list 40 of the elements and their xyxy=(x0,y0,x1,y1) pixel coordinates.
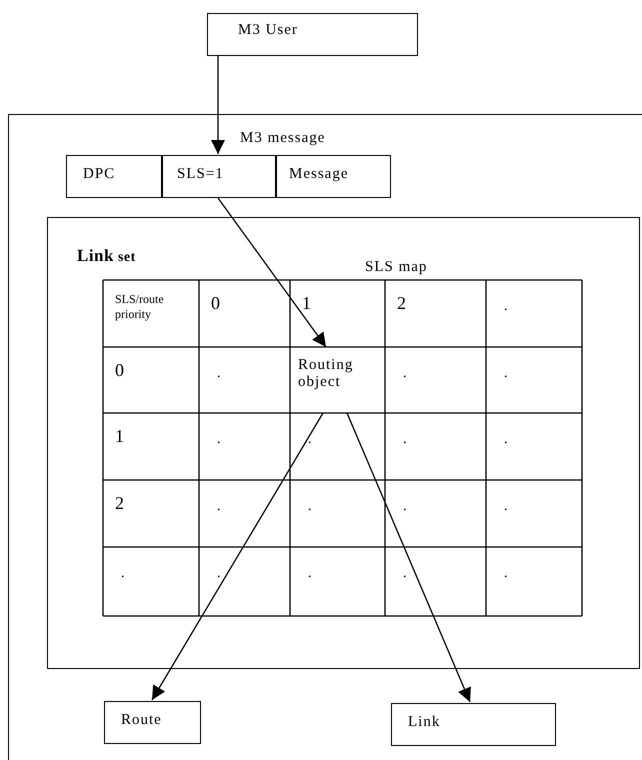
table-title: SLS map xyxy=(365,259,428,276)
routing-object-text: Routing object xyxy=(292,349,387,415)
column-header: 2 xyxy=(397,293,406,314)
user-box: M3 User xyxy=(207,13,418,56)
cell-value: . xyxy=(403,366,406,382)
cell-value: . xyxy=(308,499,312,515)
cell-value: . xyxy=(403,432,406,448)
arrow xyxy=(217,198,327,348)
arrow xyxy=(346,412,471,702)
message-field: DPC xyxy=(66,155,162,198)
cell-value: . xyxy=(308,566,312,582)
row-header: . xyxy=(121,566,124,582)
container-box xyxy=(8,114,642,760)
cell-value: . xyxy=(217,499,220,515)
link-set-panel xyxy=(47,217,640,669)
cell-value: . xyxy=(217,366,220,382)
cell-value: . xyxy=(504,566,508,582)
link-box: Link xyxy=(391,703,556,746)
column-header: 1 xyxy=(302,293,311,314)
cell-value: . xyxy=(504,432,508,448)
route-box: Route xyxy=(104,701,201,744)
panel-title: Link set xyxy=(77,246,136,266)
cell-value: . xyxy=(217,566,220,582)
message-field: Message xyxy=(276,155,391,198)
cell-value: . xyxy=(504,366,508,382)
cell-value: . xyxy=(403,499,406,515)
row-header: 1 xyxy=(115,426,124,447)
column-header: . xyxy=(504,299,508,315)
arrow xyxy=(151,412,324,700)
row-header: 2 xyxy=(115,493,124,514)
message-field: SLS=1 xyxy=(162,155,276,198)
heading-text: M3 message xyxy=(240,130,326,147)
column-header: SLS/route priority xyxy=(115,292,165,322)
cell-value: . xyxy=(403,566,406,582)
row-header: 0 xyxy=(115,360,124,381)
cell-value: . xyxy=(217,432,220,448)
cell-value: . xyxy=(504,499,508,515)
column-header: 0 xyxy=(211,293,220,314)
cell-value: . xyxy=(308,432,312,448)
arrow xyxy=(211,56,225,154)
